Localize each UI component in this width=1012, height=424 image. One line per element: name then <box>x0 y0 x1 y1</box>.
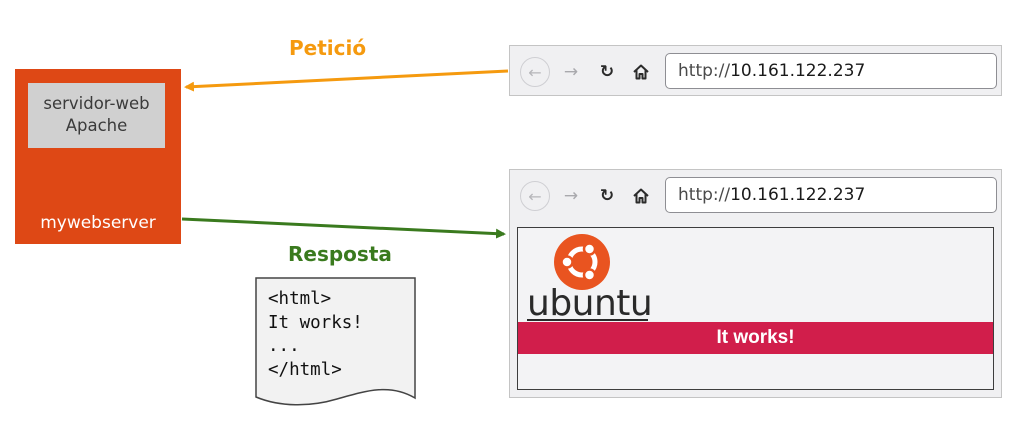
wordmark-underline <box>527 319 648 321</box>
server-name: mywebserver <box>40 213 156 233</box>
server-label-line: servidor-web <box>43 94 150 113</box>
browser-toolbar: ← → ↻ http://10.161.122.237 <box>510 170 1001 219</box>
server-label-line: Apache <box>65 116 128 135</box>
document-line: <html> <box>268 289 332 309</box>
reload-icon[interactable]: ↻ <box>599 186 615 206</box>
it-works-banner: It works! <box>518 322 993 354</box>
reload-icon[interactable]: ↻ <box>599 62 615 82</box>
forward-arrow-icon[interactable]: → <box>563 186 579 206</box>
request-label: Petició <box>289 36 367 60</box>
home-icon[interactable] <box>628 59 654 85</box>
document-line: ... <box>268 336 300 356</box>
address-bar[interactable]: http://10.161.122.237 <box>665 53 997 89</box>
server-software-label: servidor-web Apache <box>28 83 165 148</box>
html-document-text: <html> It works! ... </html> <box>268 288 363 382</box>
url-protocol: http:// <box>678 61 731 81</box>
forward-arrow-icon[interactable]: → <box>563 62 579 82</box>
url-protocol: http:// <box>678 185 731 205</box>
ubuntu-wordmark: ubuntu <box>527 283 653 324</box>
document-line: </html> <box>268 359 342 380</box>
address-bar[interactable]: http://10.161.122.237 <box>665 177 997 213</box>
url-host: 10.161.122.237 <box>730 61 866 81</box>
home-icon[interactable] <box>628 183 654 209</box>
request-arrow <box>184 69 509 92</box>
response-arrow <box>181 217 506 239</box>
web-server-box: servidor-web Apache mywebserver <box>15 69 181 244</box>
browser-toolbar: ← → ↻ http://10.161.122.237 <box>510 46 1001 95</box>
back-arrow-icon[interactable]: ← <box>520 57 550 87</box>
url-host: 10.161.122.237 <box>730 185 866 205</box>
back-arrow-icon[interactable]: ← <box>520 181 550 211</box>
browser-request-window: ← → ↻ http://10.161.122.237 <box>509 45 1002 96</box>
response-label: Resposta <box>288 242 392 266</box>
browser-response-window: ← → ↻ http://10.161.122.237 ubuntu It wo… <box>509 169 1002 398</box>
ubuntu-logo-icon <box>554 234 610 290</box>
web-page-content: ubuntu It works! <box>517 227 994 390</box>
html-document-shape <box>255 277 416 406</box>
document-line: It works! <box>268 312 363 333</box>
